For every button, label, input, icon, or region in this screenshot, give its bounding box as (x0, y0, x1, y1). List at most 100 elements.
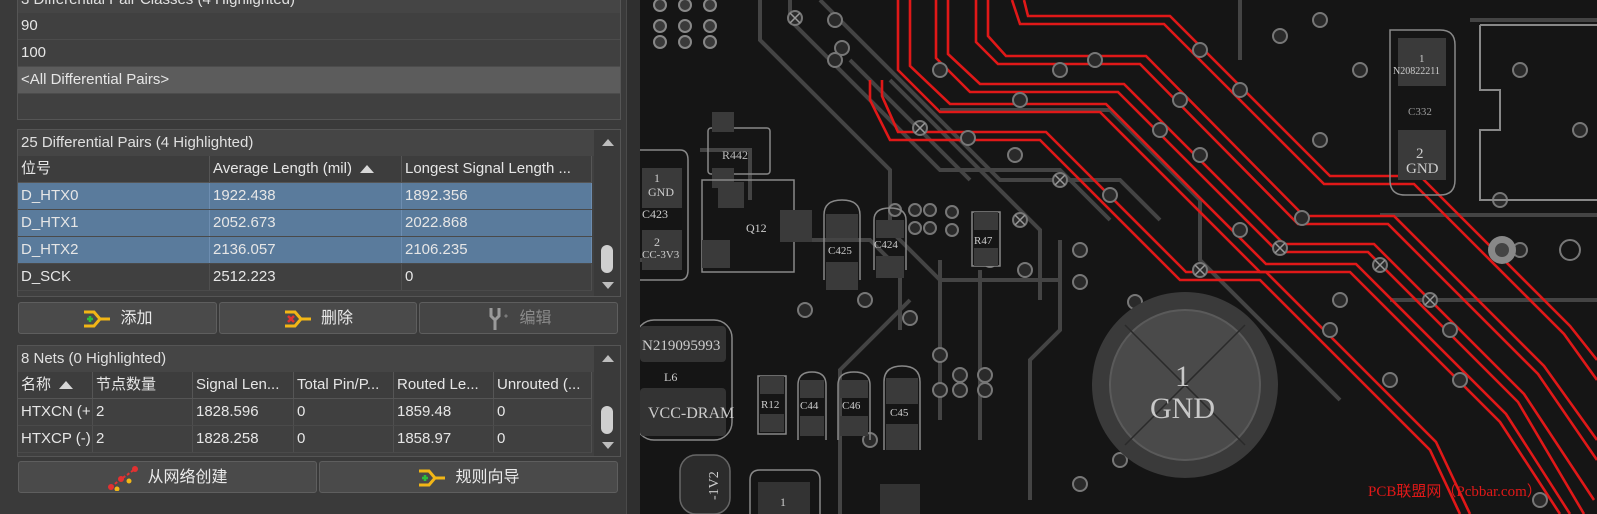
scroll-down-icon[interactable] (602, 282, 614, 289)
component-c44: C44 (797, 371, 827, 440)
delete-button[interactable]: 删除 (219, 302, 417, 334)
column-routed-length[interactable]: Routed Le... (394, 372, 494, 398)
pcb-canvas[interactable]: R442 1 GND C423 2 CC-3V3 Q12 C425 (640, 0, 1597, 514)
add-button-label: 添加 (120, 310, 153, 327)
svg-text:VCC-DRAM: VCC-DRAM (648, 405, 734, 422)
svg-text:C425: C425 (828, 245, 852, 257)
pair-average-length: 1922.438 (210, 183, 402, 209)
grey-tracks (640, 0, 1597, 514)
create-from-nets-icon (108, 466, 139, 491)
column-net-name-label: 名称 (21, 376, 52, 393)
svg-text:CC-3V3: CC-3V3 (642, 249, 680, 261)
column-average-length[interactable]: Average Length (mil) (210, 156, 402, 182)
component-c45: C45 (883, 365, 921, 450)
column-longest-signal[interactable]: Longest Signal Length ... (402, 156, 592, 182)
pair-longest-signal: 0 (402, 264, 592, 290)
nets-panel: 8 Nets (0 Highlighted) 名称 节点数量 Signal Le… (17, 345, 621, 457)
svg-text:1: 1 (1419, 53, 1425, 65)
net-name: HTXCP (-) (18, 426, 93, 452)
pair-longest-signal: 2022.868 (402, 210, 592, 236)
svg-text:R12: R12 (761, 399, 779, 411)
differential-pairs-panel: 25 Differential Pairs (4 Highlighted) 位号… (17, 129, 621, 297)
scroll-down-icon[interactable] (602, 442, 614, 449)
edit-pair-icon (489, 308, 509, 330)
net-routed-length: 1858.97 (394, 426, 494, 452)
mounting-hole-gnd: 1 GND (1092, 292, 1278, 478)
nets-column-headers: 名称 节点数量 Signal Len... Total Pin/P... Rou… (18, 372, 592, 399)
column-unrouted[interactable]: Unrouted (... (494, 372, 592, 398)
scroll-up-icon[interactable] (602, 355, 614, 362)
component-gnd-c423: 1 GND C423 2 CC-3V3 (640, 149, 689, 281)
class-item-100[interactable]: 100 (18, 40, 620, 67)
component-c425: C425 (823, 199, 861, 290)
component-r47: R47 (971, 211, 1001, 267)
nets-scrollbar[interactable] (594, 346, 620, 456)
net-signal-length: 1828.596 (193, 399, 294, 425)
bottom-components: 1 -1V2 (679, 454, 920, 514)
pairs-scrollbar[interactable] (594, 130, 620, 296)
svg-text:N219095993: N219095993 (642, 338, 720, 354)
class-item-90[interactable]: 90 (18, 13, 620, 40)
net-nodes: 2 (93, 399, 193, 425)
table-row[interactable]: D_HTX1 2052.673 2022.868 (18, 210, 592, 237)
scroll-thumb[interactable] (601, 406, 613, 434)
pair-name: D_SCK (18, 264, 210, 290)
table-row[interactable]: D_HTX2 2136.057 2106.235 (18, 237, 592, 264)
component-r442: R442 (707, 112, 771, 188)
pair-name: D_HTX2 (18, 237, 210, 263)
component-c332: 1 N20822211 C332 2 GND (1389, 29, 1456, 196)
sort-ascending-icon (59, 381, 74, 390)
create-from-nets-label: 从网络创建 (147, 469, 228, 486)
class-item-all[interactable]: <All Differential Pairs> (18, 67, 620, 94)
svg-text:1: 1 (780, 495, 786, 509)
column-average-length-label: Average Length (mil) (213, 160, 352, 177)
rule-wizard-icon (419, 469, 446, 487)
pair-longest-signal: 2106.235 (402, 237, 592, 263)
table-row[interactable]: D_SCK 2512.223 0 (18, 264, 592, 291)
class-item-label: <All Differential Pairs> (21, 71, 170, 88)
pairs-column-headers: 位号 Average Length (mil) Longest Signal L… (18, 156, 592, 183)
pair-average-length: 2136.057 (210, 237, 402, 263)
table-row[interactable]: HTXCN (+ 2 1828.596 0 1859.48 0 (18, 399, 592, 426)
svg-text:C332: C332 (1408, 106, 1432, 118)
edit-button[interactable]: 编辑 (419, 302, 618, 334)
class-item-label: 90 (21, 17, 38, 34)
connector-outline (1479, 24, 1597, 264)
column-designator[interactable]: 位号 (18, 156, 210, 182)
column-node-count[interactable]: 节点数量 (93, 372, 193, 398)
header-pins (653, 0, 717, 49)
rule-wizard-button[interactable]: 规则向导 (319, 461, 618, 493)
add-button[interactable]: 添加 (18, 302, 217, 334)
nets-header: 8 Nets (0 Highlighted) (18, 346, 620, 372)
svg-text:-1V2: -1V2 (707, 471, 722, 500)
svg-text:R47: R47 (974, 235, 993, 247)
panel-splitter[interactable] (626, 0, 641, 514)
column-net-name[interactable]: 名称 (18, 372, 93, 398)
component-c46: C46 (837, 371, 871, 440)
diff-pair-classes-panel: 3 Differential Pair Classes (4 Highlight… (17, 0, 621, 120)
component-c424: C424 (873, 207, 907, 278)
svg-text:C424: C424 (874, 239, 898, 251)
scroll-thumb[interactable] (601, 245, 613, 273)
column-total-pin[interactable]: Total Pin/P... (294, 372, 394, 398)
rule-wizard-label: 规则向导 (455, 469, 520, 486)
column-signal-length[interactable]: Signal Len... (193, 372, 294, 398)
svg-text:C423: C423 (642, 207, 668, 221)
pcb-layout-drawing: R442 1 GND C423 2 CC-3V3 Q12 C425 (640, 0, 1597, 514)
pair-longest-signal: 1892.356 (402, 183, 592, 209)
create-from-nets-button[interactable]: 从网络创建 (18, 461, 317, 493)
svg-text:C44: C44 (800, 400, 819, 412)
net-nodes: 2 (93, 426, 193, 452)
table-row[interactable]: HTXCP (-) 2 1828.258 0 1858.97 0 (18, 426, 592, 453)
table-row[interactable]: D_HTX0 1922.438 1892.356 (18, 183, 592, 210)
delete-pair-icon (284, 310, 311, 328)
component-r12: R12 (757, 375, 787, 435)
svg-text:GND: GND (1406, 161, 1439, 177)
component-l6: N219095993 L6 VCC-DRAM (640, 319, 734, 441)
scroll-up-icon[interactable] (602, 139, 614, 146)
svg-text:1: 1 (1175, 360, 1190, 393)
net-total-pin: 0 (294, 399, 394, 425)
differential-traces (868, 0, 1597, 514)
edit-button-label: 编辑 (519, 310, 552, 327)
svg-text:2: 2 (1416, 146, 1424, 162)
